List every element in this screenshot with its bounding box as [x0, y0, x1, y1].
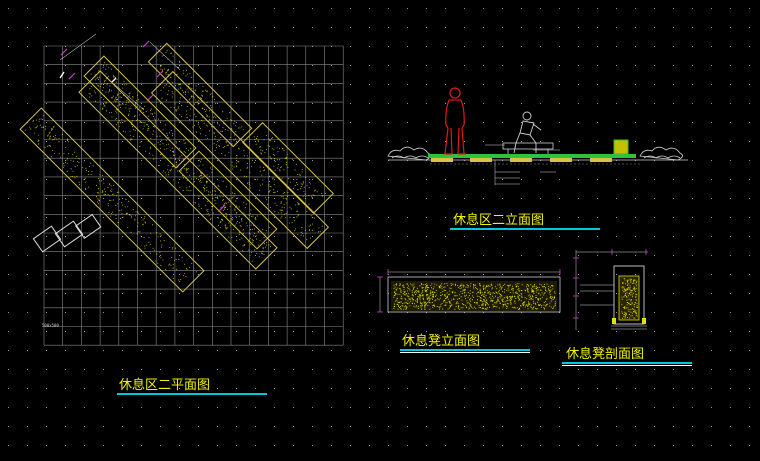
bench-elevation-title-underline-thin — [400, 352, 530, 353]
elevation-annotation-leaders — [485, 144, 560, 185]
plank-strip-hatch — [160, 81, 323, 241]
dimension-tick — [146, 94, 154, 102]
bench-elevation-view — [377, 269, 561, 313]
elevation-view-title: 休息区二立面图 — [453, 213, 545, 228]
plank-strip — [242, 122, 334, 214]
section-hatch-dots — [621, 278, 638, 319]
bench-section-view — [573, 249, 648, 330]
plan-scale-note: 500x500 — [42, 323, 59, 328]
sitting-person-figure — [513, 111, 542, 154]
shrub-left — [387, 146, 431, 161]
dimension-tick — [142, 40, 150, 48]
plank-strip — [178, 150, 278, 250]
section-hatch-pattern — [621, 278, 638, 319]
plank-strip-hatch — [90, 62, 192, 164]
standing-person-figure — [444, 87, 466, 155]
plank-strip — [19, 107, 205, 293]
plank-strips — [19, 42, 334, 293]
plan-title-underline — [117, 393, 267, 395]
plank-strip-outline — [150, 70, 330, 250]
dimension-tick — [60, 48, 68, 56]
plank-strip-outline — [83, 55, 197, 169]
bench-section-title-underline — [562, 362, 692, 364]
plank-strip-outline — [178, 150, 278, 250]
bench-section-title: 休息凳剖面图 — [566, 347, 645, 362]
plan-grid — [43, 45, 344, 346]
dimension-tick — [218, 204, 226, 212]
dimension-line — [59, 33, 181, 111]
plank-strip-outline — [242, 122, 334, 214]
shrub-right — [639, 146, 683, 161]
plank-strip — [147, 42, 253, 148]
plank-strip — [83, 55, 197, 169]
bench-elevation-title: 休息凳立面图 — [402, 334, 481, 349]
rest-area-plan-view — [19, 33, 344, 346]
bench-elevation-title-underline — [400, 349, 530, 351]
bench-section-title-underline-thin — [562, 365, 692, 366]
stepping-stones — [32, 213, 102, 253]
ground-line — [388, 154, 688, 165]
dimension-tick — [68, 72, 76, 80]
bench-hatch-dots — [393, 283, 556, 310]
plank-strip-outline — [147, 42, 253, 148]
plank-strip — [150, 70, 330, 250]
bench-hatch-pattern — [393, 283, 556, 310]
plank-strip-hatch — [160, 50, 244, 140]
elevation-title-underline — [450, 228, 600, 230]
plank-strip-outline — [19, 107, 205, 293]
rest-area-elevation-view — [387, 87, 688, 185]
bench-elevation-small — [502, 142, 554, 154]
plan-view-title: 休息区二平面图 — [119, 378, 211, 393]
dimension-markers — [59, 33, 226, 212]
plank-strip-hatch — [24, 115, 197, 283]
dimension-tick — [156, 70, 164, 78]
dimension-arrow — [59, 71, 117, 83]
plan-grid-lines — [43, 45, 344, 346]
small-sign-box — [613, 139, 629, 155]
